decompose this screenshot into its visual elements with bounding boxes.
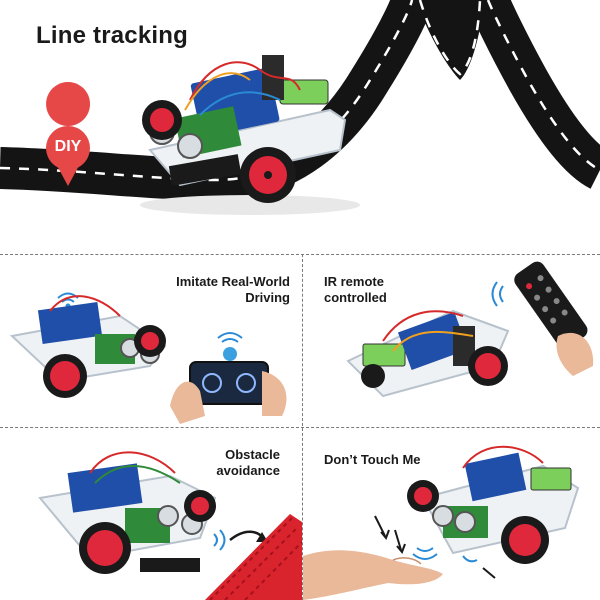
divider-vertical bbox=[302, 254, 303, 600]
wifi-icon bbox=[217, 332, 243, 343]
wheel bbox=[361, 364, 385, 388]
divider-top bbox=[0, 254, 600, 255]
motion-arrows-icon bbox=[374, 515, 496, 579]
panel-ir-illustration bbox=[346, 261, 594, 398]
barrier-obstacle bbox=[205, 514, 302, 600]
divider-middle bbox=[0, 427, 600, 428]
hero-robot-car bbox=[140, 55, 360, 215]
wheel bbox=[468, 346, 508, 386]
signal-waves-icon bbox=[412, 547, 478, 563]
panel-label-obstacle: Obstacle avoidance bbox=[216, 447, 280, 478]
driving-robot-car bbox=[9, 295, 167, 398]
panel-obstacle-illustration bbox=[38, 451, 302, 600]
panel-label-ir-remote: IR remote controlled bbox=[324, 274, 387, 305]
diy-pin-icon bbox=[46, 82, 91, 186]
wheel bbox=[407, 480, 439, 512]
hand-icon bbox=[303, 550, 443, 600]
remote-icon bbox=[514, 261, 588, 349]
panel-label-driving: Imitate Real-World Driving bbox=[176, 274, 290, 305]
hero-title: Line tracking bbox=[36, 22, 188, 49]
touch-robot-car bbox=[407, 445, 580, 564]
phone-icon bbox=[189, 361, 269, 405]
diy-badge: DIY bbox=[54, 138, 82, 155]
wheel bbox=[501, 516, 549, 564]
ir-robot-car bbox=[346, 309, 510, 398]
lane-markings bbox=[0, 0, 414, 182]
signal-waves-icon bbox=[491, 281, 504, 307]
obstacle-robot-car bbox=[38, 451, 217, 574]
wheel bbox=[184, 490, 216, 522]
panel-label-dont-touch: Don’t Touch Me bbox=[324, 452, 421, 467]
panel-touch-illustration bbox=[303, 445, 580, 600]
hand-icon bbox=[556, 332, 594, 376]
track-illustration bbox=[0, 0, 600, 215]
panel-driving-illustration bbox=[9, 292, 287, 424]
wheel bbox=[240, 147, 296, 203]
signal-waves-icon bbox=[213, 529, 226, 551]
hand-icon bbox=[170, 371, 287, 424]
wheel bbox=[79, 522, 131, 574]
app-logo-icon bbox=[223, 347, 237, 361]
wheel bbox=[134, 325, 166, 357]
wheel bbox=[142, 100, 182, 140]
wheel bbox=[43, 354, 87, 398]
